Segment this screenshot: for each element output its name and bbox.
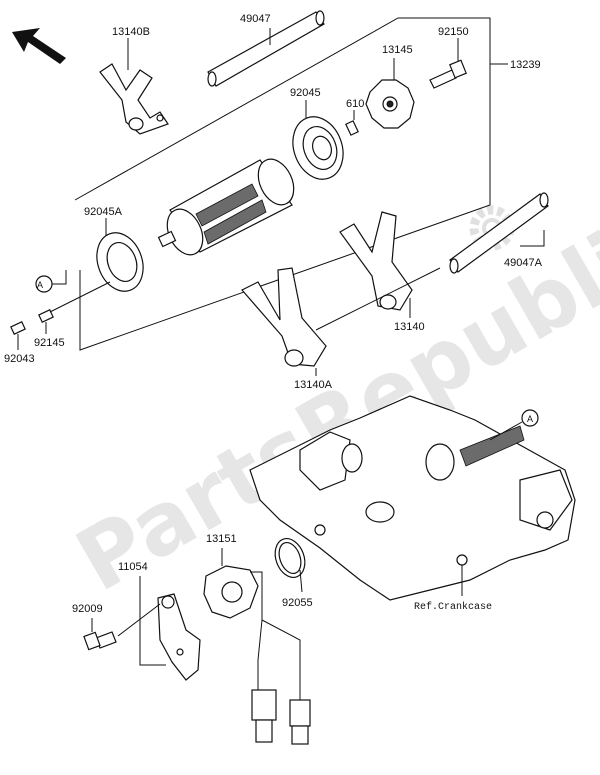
label-92055: 92055 [282,597,313,609]
shift-drum [157,158,295,256]
label-92145: 92145 [34,337,65,349]
label-13151: 13151 [206,533,237,545]
label-a-bottom: A [527,414,533,424]
shaft-49047 [207,10,325,87]
label-49047A: 49047A [504,257,543,269]
label-13140A: 13140A [294,379,333,391]
fork-13140B [99,38,169,135]
label-11054: 11054 [118,561,148,573]
bolt-92150 [429,38,467,89]
label-92045: 92045 [290,87,321,99]
label-610: 610 [346,98,364,110]
label-92045A: 92045A [84,206,123,218]
cover-11054 [139,576,201,681]
crankcase [249,395,576,601]
label-92150: 92150 [438,26,469,38]
label-13145: 13145 [382,44,413,56]
label-92009: 92009 [72,603,103,615]
spring-92145 [38,281,111,334]
pin-92043 [10,321,26,350]
label-13140: 13140 [394,321,425,333]
ref-marker-a-bottom [489,409,539,441]
pin-610 [345,110,359,136]
cam-plate-13145 [365,58,415,129]
o-ring-92055 [274,538,306,593]
shaft-49047A [449,192,549,274]
bearing-92045 [292,100,344,180]
label-ref-crankcase: Ref.Crankcase [414,601,492,613]
bolt-92009 [83,603,161,651]
bearing-92045A [96,218,144,292]
label-a-top: A [37,280,43,290]
label-49047: 49047 [240,13,271,25]
label-13239: 13239 [510,59,541,71]
fork-13140 [339,211,413,318]
front-arrow-icon [12,28,66,64]
label-92043: 92043 [4,353,35,365]
assembly-frame [74,17,508,351]
fork-13140A [241,267,441,376]
sensor-13151 [203,548,311,745]
label-13140B: 13140B [112,26,150,38]
ref-marker-a-top [35,270,67,293]
